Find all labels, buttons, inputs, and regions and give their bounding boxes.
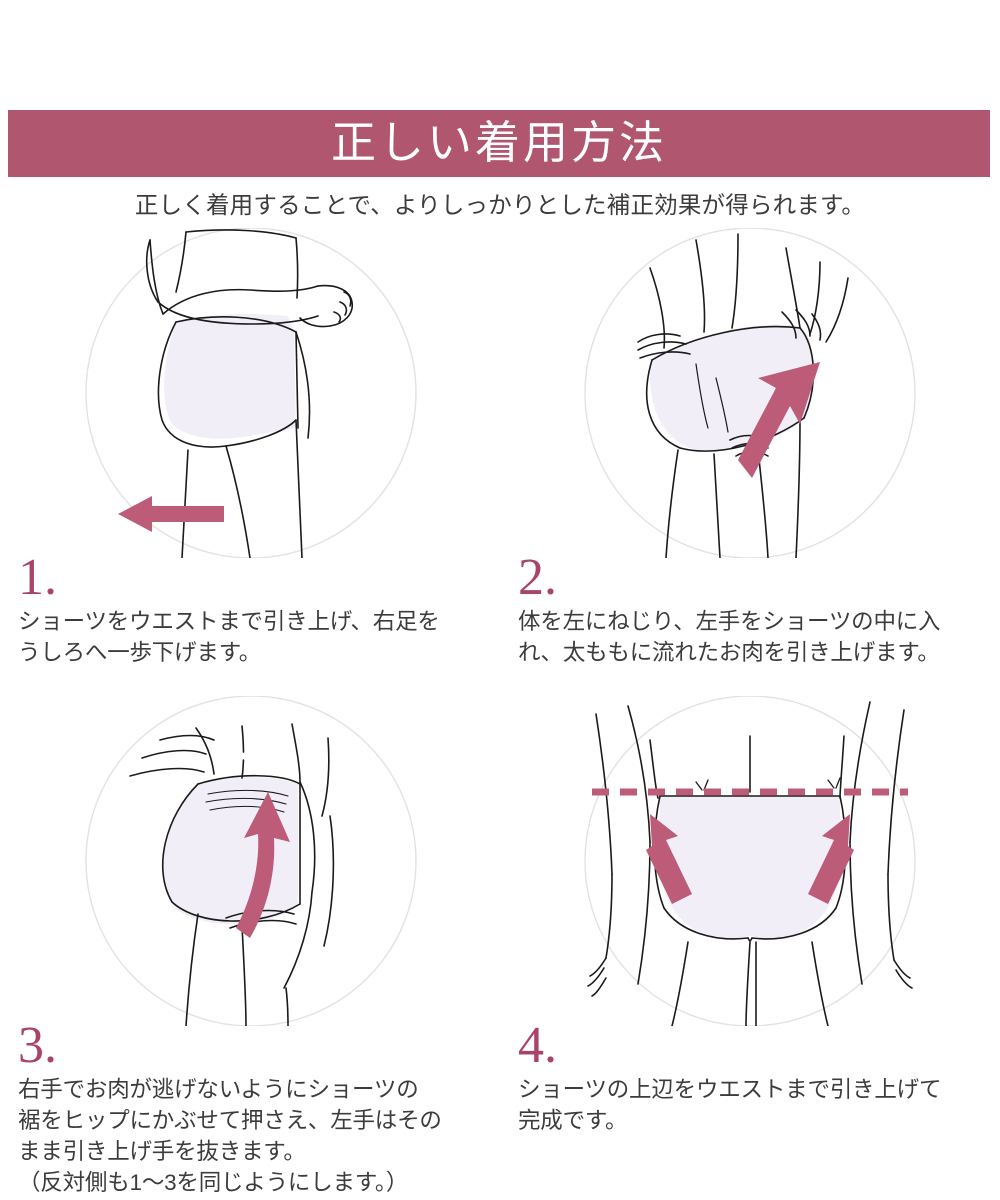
step-4-illustration bbox=[500, 696, 1000, 1026]
caption-line: 右手でお肉が逃げないようにショーツの bbox=[18, 1077, 419, 1102]
step-1-head: 1. bbox=[0, 552, 500, 612]
caption-line: うしろへ一歩下げます。 bbox=[18, 640, 262, 665]
page-title: 正しい着用方法 bbox=[330, 118, 667, 168]
step-2-number: 2. bbox=[518, 549, 557, 606]
arrow-up-right-4 bbox=[808, 814, 854, 904]
step-1-caption: ショーツをウエストまで引き上げ、右足を うしろへ一歩下げます。 bbox=[0, 606, 500, 668]
step-2-caption: 体を左にねじり、左手をショーツの中に入 れ、太ももに流れたお肉を引き上げます。 bbox=[500, 606, 1000, 668]
arrow-diagonal-2 bbox=[738, 362, 820, 478]
row-spacer bbox=[0, 668, 1000, 696]
caption-line: ショーツの上辺をウエストまで引き上げて bbox=[518, 1077, 942, 1102]
arrow-curved-up-3 bbox=[236, 792, 290, 938]
step-1-number: 1. bbox=[18, 549, 57, 606]
caption-line: （反対側も1〜3を同じようにします。） bbox=[18, 1170, 409, 1195]
figure-side-view bbox=[145, 229, 354, 558]
step-3-caption: 右手でお肉が逃げないようにショーツの 裾をヒップにかぶせて押さえ、左手はその ま… bbox=[0, 1074, 500, 1198]
caption-line: れ、太ももに流れたお肉を引き上げます。 bbox=[518, 640, 940, 665]
step-1-illustration bbox=[0, 228, 500, 558]
step-4-caption: ショーツの上辺をウエストまで引き上げて 完成です。 bbox=[500, 1074, 1000, 1136]
figure-rear-symmetric bbox=[587, 701, 913, 1026]
step-2: 2. 体を左にねじり、左手をショーツの中に入 れ、太ももに流れたお肉を引き上げま… bbox=[500, 228, 1000, 668]
steps-grid: 1. ショーツをウエストまで引き上げ、右足を うしろへ一歩下げます。 bbox=[0, 228, 1000, 1198]
steps-row-bottom: 3. 右手でお肉が逃げないようにショーツの 裾をヒップにかぶせて押さえ、左手はそ… bbox=[0, 696, 1000, 1198]
step-2-head: 2. bbox=[500, 552, 1000, 612]
caption-line: 体を左にねじり、左手をショーツの中に入 bbox=[518, 609, 941, 634]
caption-line: 完成です。 bbox=[518, 1108, 628, 1133]
step-4-head: 4. bbox=[500, 1020, 1000, 1080]
step-3-illustration bbox=[0, 696, 500, 1026]
arrow-up-left-4 bbox=[646, 814, 692, 904]
step-4: 4. ショーツの上辺をウエストまで引き上げて 完成です。 bbox=[500, 696, 1000, 1198]
step-3: 3. 右手でお肉が逃げないようにショーツの 裾をヒップにかぶせて押さえ、左手はそ… bbox=[0, 696, 500, 1198]
step-2-illustration bbox=[500, 228, 1000, 558]
arrow-left-1 bbox=[118, 496, 224, 532]
step-3-head: 3. bbox=[0, 1020, 500, 1080]
steps-row-top: 1. ショーツをウエストまで引き上げ、右足を うしろへ一歩下げます。 bbox=[0, 228, 1000, 668]
step-1: 1. ショーツをウエストまで引き上げ、右足を うしろへ一歩下げます。 bbox=[0, 228, 500, 668]
step-3-number: 3. bbox=[18, 1017, 57, 1074]
caption-line: 裾をヒップにかぶせて押さえ、左手はその bbox=[18, 1108, 442, 1133]
caption-line: まま引き上げ手を抜きます。 bbox=[18, 1139, 306, 1164]
header-band: 正しい着用方法 bbox=[8, 110, 990, 177]
step-4-number: 4. bbox=[518, 1017, 557, 1074]
caption-line: ショーツをウエストまで引き上げ、右足を bbox=[18, 609, 440, 634]
subtitle: 正しく着用することで、よりしっかりとした補正効果が得られます。 bbox=[134, 192, 866, 218]
